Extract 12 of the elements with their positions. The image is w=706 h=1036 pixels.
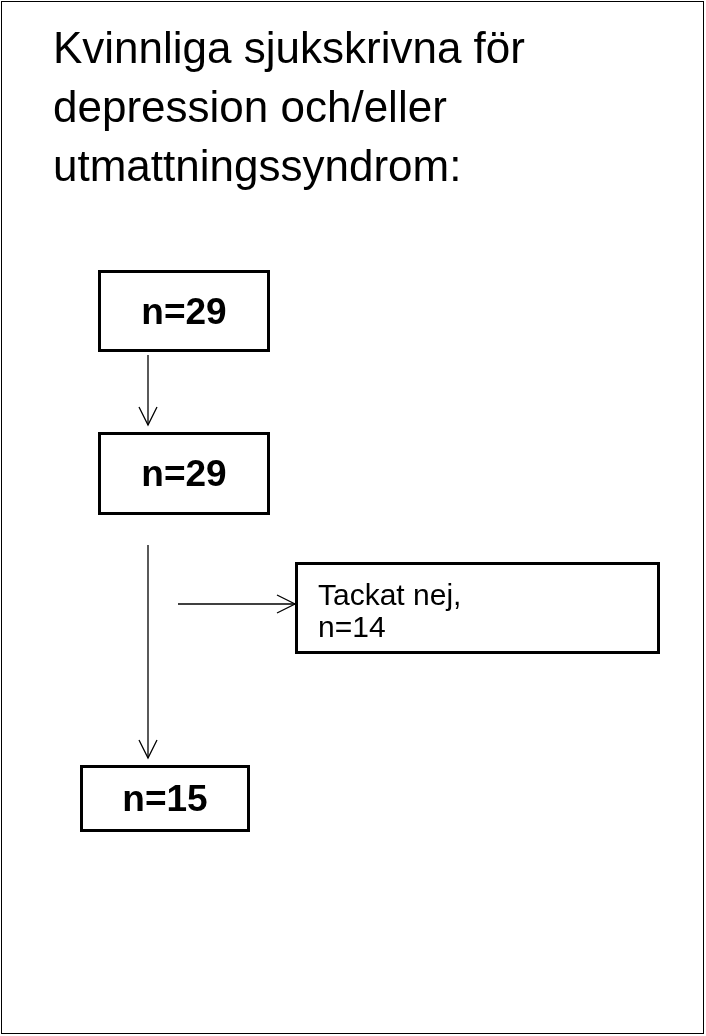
box-label: Tackat nej, n=14 [318,579,463,643]
process-box [98,270,270,352]
arrow [138,544,158,759]
title: Kvinnliga sjukskrivna för depression och/eller utmattningssyndrom: [53,22,526,192]
process-box [98,432,270,515]
arrow [177,594,296,614]
process-box [80,765,250,832]
box-label: n=15 [122,780,208,817]
box-label: n=29 [141,455,227,492]
box-label: n=29 [141,292,227,330]
arrow [138,354,158,426]
process-box [295,562,660,654]
